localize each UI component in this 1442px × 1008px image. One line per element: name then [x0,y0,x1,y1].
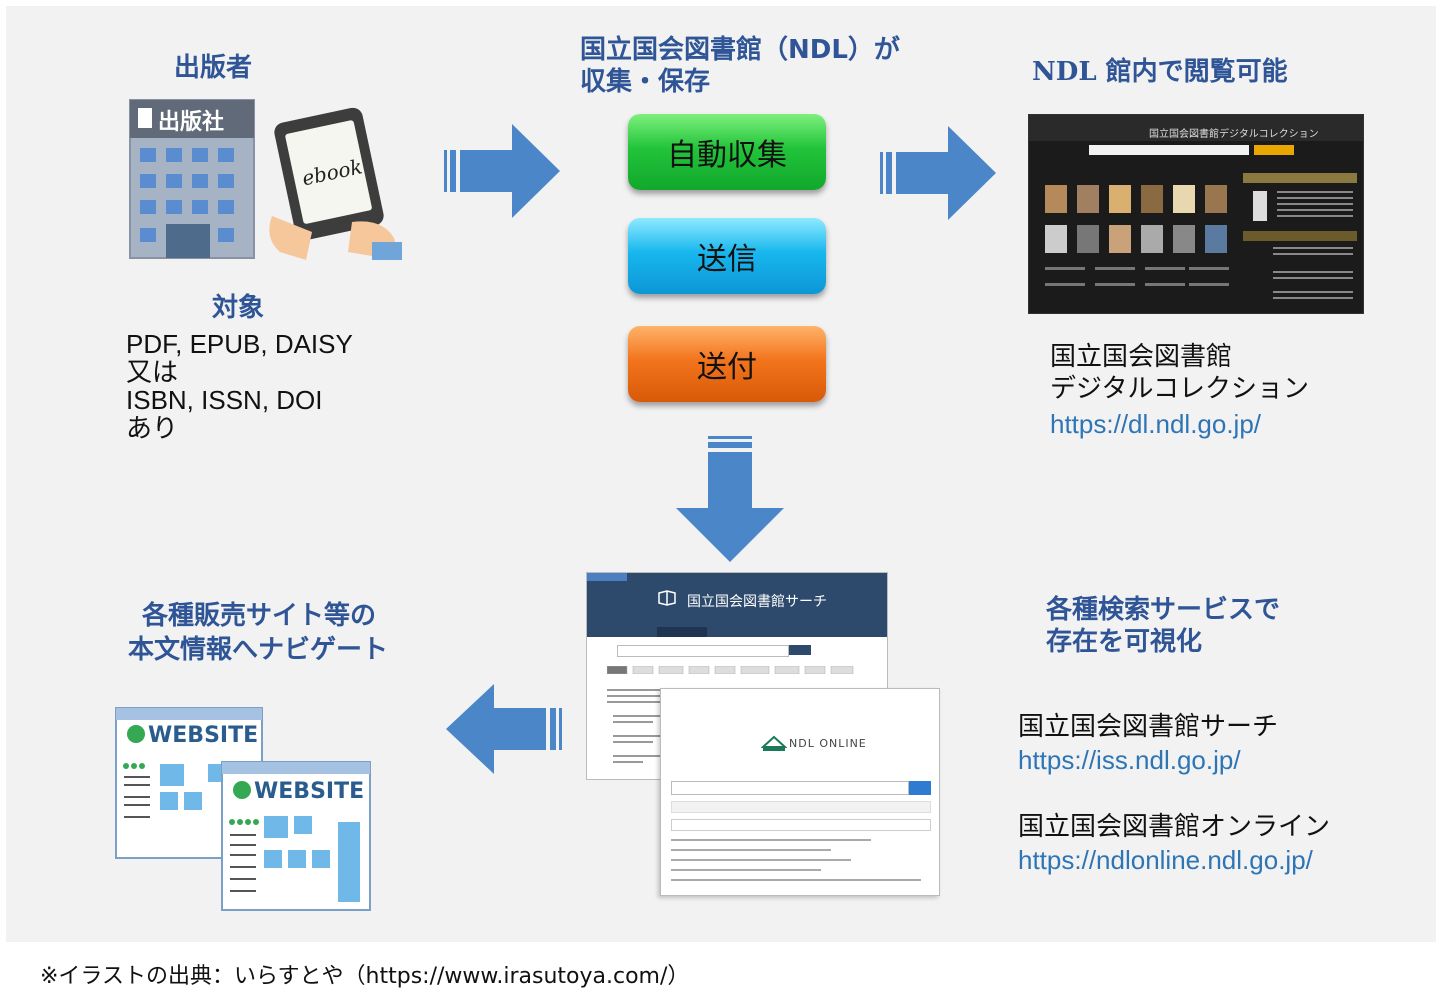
publisher-illustration: 出版社 ebook [129,99,402,260]
ebook-reader-icon: ebook [269,107,402,260]
arrow-right-2-icon [880,126,996,220]
digital-collection-name-line2: デジタルコレクション [1050,373,1309,403]
website-window-front: WEBSITE [221,761,371,911]
ndl-heading-line2: 収集・保存 [580,67,711,97]
ndl-online-screenshot: NDL ONLINE [660,688,940,896]
arrow-right-1-icon [444,124,560,218]
online-service-link[interactable]: https://ndlonline.ndl.go.jp/ [1018,845,1313,875]
building-icon: 出版社 [129,99,255,259]
target-line: あり [126,413,179,443]
illustration-credit: ※イラストの出典：いらすとや（https://www.irasutoya.com… [40,964,690,989]
building-sign-text: 出版社 [158,109,224,135]
publisher-heading: 出版者 [174,53,253,83]
method-send: 送付 [628,326,826,402]
viewing-heading: NDL 館内で閲覧可能 [1032,57,1288,87]
target-line: ISBN, ISSN, DOI [126,385,323,415]
digital-collection-screenshot-title: 国立国会図書館デジタルコレクション [1149,129,1319,140]
ndl-online-logo-text: NDL ONLINE [789,737,867,750]
digital-collection-screenshot: 国立国会図書館デジタルコレクション [1028,114,1364,314]
search-heading-line2: 存在を可視化 [1046,627,1203,657]
navigate-heading-line1: 各種販売サイト等の [142,601,377,631]
arrow-down-icon [676,436,784,562]
search-service-name: 国立国会図書館サーチ [1018,711,1279,741]
method-auto-collect: 自動収集 [628,114,826,190]
online-service-name: 国立国会図書館オンライン [1018,811,1331,841]
ndl-search-screenshot-title: 国立国会図書館サーチ [687,594,827,610]
ndl-online-logo-icon [761,735,787,751]
digital-collection-name: 国立国会図書館 デジタルコレクション [1050,342,1309,402]
search-heading: 各種検索サービスで 存在を可視化 [1046,594,1280,658]
ndl-search-logo-icon [658,590,676,606]
search-service-link[interactable]: https://iss.ndl.go.jp/ [1018,745,1241,775]
arrow-left-icon [446,684,562,774]
website-label-back: WEBSITE [148,723,258,748]
website-label-front: WEBSITE [254,779,364,804]
left-hand-icon [269,216,312,260]
website-illustration: WEBSITE WEBSITE [115,707,371,911]
method-transmit: 送信 [628,218,826,294]
target-line: PDF, EPUB, DAISY [126,329,353,359]
target-list: PDF, EPUB, DAISY 又は ISBN, ISSN, DOI あり [126,330,353,442]
ndl-heading-line1: 国立国会図書館（NDL）が [580,35,900,65]
search-heading-line1: 各種検索サービスで [1046,595,1281,625]
target-heading: 対象 [212,293,265,323]
target-line: 又は [126,357,179,387]
navigate-heading-line2: 本文情報へナビゲート [128,635,389,665]
digital-collection-name-line1: 国立国会図書館 [1050,341,1233,371]
digital-collection-link[interactable]: https://dl.ndl.go.jp/ [1050,409,1262,439]
ndl-heading: 国立国会図書館（NDL）が 収集・保存 [580,34,900,98]
